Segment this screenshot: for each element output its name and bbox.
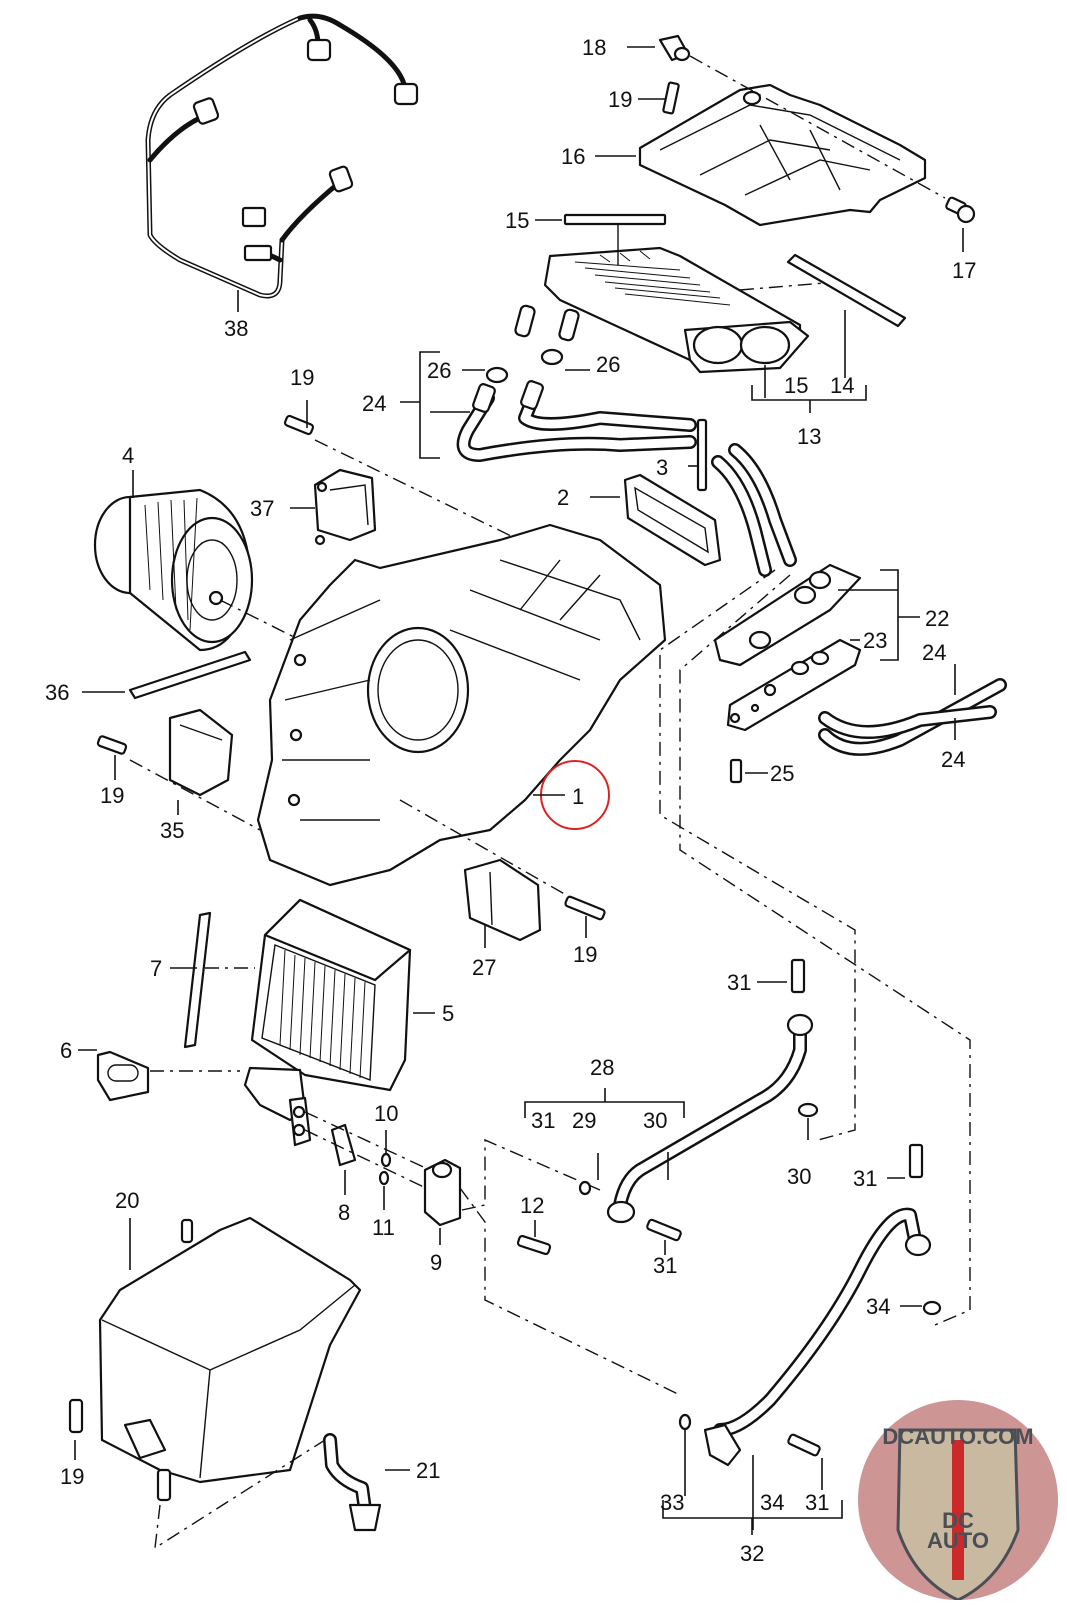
ac-line-32 (703, 1143, 932, 1467)
label-24c: 24 (941, 747, 965, 772)
label-31a: 31 (531, 1108, 555, 1133)
label-15b: 15 (784, 373, 808, 398)
label-19c: 19 (100, 783, 124, 808)
label-31d: 31 (853, 1166, 877, 1191)
clip-8 (330, 1123, 357, 1167)
label-19d: 19 (573, 942, 597, 967)
cover-16 (638, 83, 927, 227)
screw-19-20 (68, 1398, 84, 1434)
screw-25 (729, 758, 743, 784)
label-34a: 34 (866, 1294, 890, 1319)
label-30a: 30 (643, 1108, 667, 1133)
sensor-37 (313, 468, 377, 546)
dcauto-watermark-logo: DCAUTO.COM DC AUTO (858, 1400, 1058, 1602)
o-ring-29 (578, 1180, 592, 1196)
label-32: 32 (740, 1541, 764, 1566)
label-24a: 24 (362, 391, 386, 416)
label-18: 18 (582, 35, 606, 60)
label-3: 3 (656, 455, 668, 480)
label-19a: 19 (608, 87, 632, 112)
rod-36 (128, 650, 252, 700)
clamp-26-left (485, 366, 509, 384)
actuator-35 (168, 708, 234, 797)
hvac-housing-1 (256, 523, 667, 887)
label-25: 25 (770, 761, 794, 786)
label-38: 38 (224, 316, 248, 341)
label-2: 2 (557, 485, 569, 510)
wiring-harness-38 (145, 13, 419, 299)
label-22: 22 (925, 606, 949, 631)
expansion-block-22 (713, 563, 862, 732)
expansion-valve-9 (423, 1158, 462, 1227)
o-ring-30 (797, 1102, 819, 1118)
label-12: 12 (520, 1193, 544, 1218)
label-1: 1 (572, 784, 584, 809)
label-30b: 30 (787, 1164, 811, 1189)
label-27: 27 (472, 955, 496, 980)
label-16: 16 (561, 144, 585, 169)
ac-line-28 (606, 958, 814, 1242)
label-19b: 19 (290, 365, 314, 390)
label-24b: 24 (922, 640, 946, 665)
actuator-27 (463, 858, 606, 942)
label-26b: 26 (596, 352, 620, 377)
ac-hoses-24 (818, 678, 1007, 756)
cap-18 (658, 34, 691, 62)
label-15a: 15 (505, 208, 529, 233)
screw-12 (516, 1234, 552, 1256)
screw-17 (945, 196, 976, 224)
housing-lower-20 (98, 1216, 362, 1502)
label-36: 36 (45, 680, 69, 705)
label-21: 21 (416, 1458, 440, 1483)
label-9: 9 (430, 1250, 442, 1275)
gasket-2 (623, 473, 722, 567)
label-28: 28 (590, 1055, 614, 1080)
o-ring-33 (678, 1413, 692, 1431)
label-35: 35 (160, 818, 184, 843)
label-5: 5 (442, 1001, 454, 1026)
blower-motor-4 (93, 488, 254, 652)
label-17: 17 (952, 258, 976, 283)
drain-hose-21 (323, 1433, 382, 1532)
label-31c: 31 (653, 1253, 677, 1278)
o-ring-10 (380, 1152, 392, 1168)
logo-top-text: DCAUTO.COM (882, 1424, 1033, 1449)
evaporator-5 (243, 898, 412, 1147)
label-26a: 26 (427, 358, 451, 383)
label-19e: 19 (60, 1464, 84, 1489)
label-4: 4 (122, 443, 134, 468)
foam-pad-6 (96, 1050, 150, 1102)
label-37: 37 (250, 496, 274, 521)
clamp-26-right (540, 348, 564, 366)
label-34b: 34 (760, 1490, 784, 1515)
screw-19-top (662, 81, 680, 115)
label-7: 7 (150, 956, 162, 981)
label-31b: 31 (727, 970, 751, 995)
seal-strip-15 (563, 213, 667, 226)
seal-3 (696, 418, 708, 492)
bolt-31-upper (790, 958, 806, 994)
label-11: 11 (372, 1215, 395, 1240)
label-29: 29 (572, 1108, 596, 1133)
label-6: 6 (60, 1038, 72, 1063)
screw-19-35 (96, 735, 128, 755)
seal-7 (183, 911, 212, 1049)
label-33: 33 (660, 1490, 684, 1515)
heater-hoses-24 (456, 380, 797, 577)
screw-19-37 (283, 414, 315, 436)
label-8: 8 (338, 1200, 350, 1225)
logo-bottom-text: AUTO (927, 1528, 989, 1553)
seal-strip-14 (786, 253, 907, 328)
label-14: 14 (830, 373, 854, 398)
o-ring-34 (922, 1300, 942, 1316)
o-ring-11 (378, 1170, 390, 1186)
label-10: 10 (374, 1101, 398, 1126)
label-13: 13 (797, 424, 821, 449)
label-31e: 31 (805, 1490, 829, 1515)
label-20: 20 (115, 1188, 139, 1213)
label-23: 23 (863, 628, 887, 653)
logo-monogram: DC (942, 1508, 974, 1533)
heater-core-13 (514, 246, 810, 374)
